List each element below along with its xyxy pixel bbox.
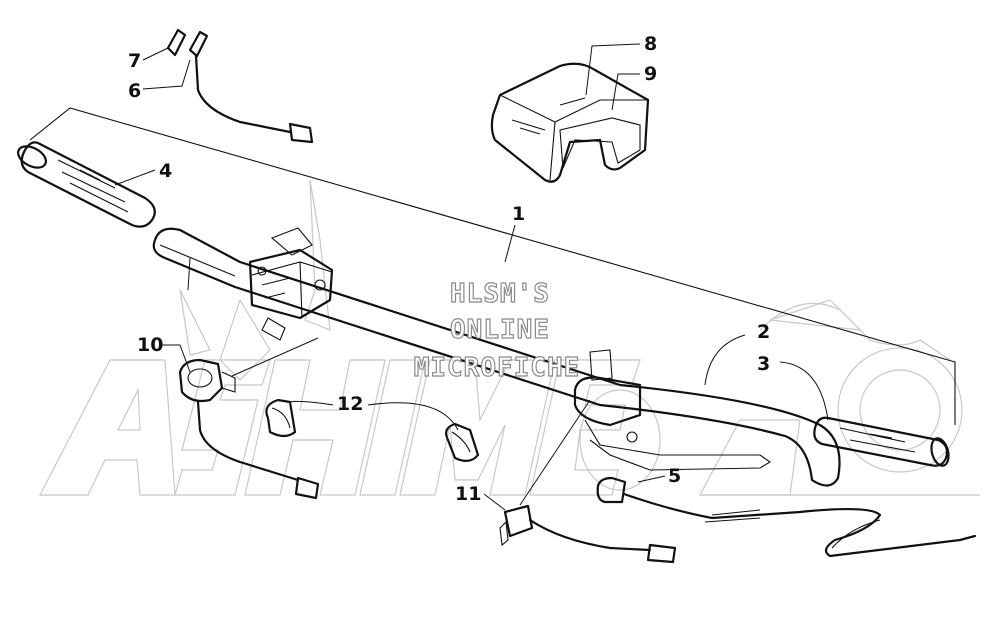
switch-part-10 (178, 358, 320, 500)
watermark-line-2: ONLINE (450, 315, 550, 345)
grip-heater-part-7 (166, 28, 209, 58)
sensor-part-5 (596, 476, 977, 558)
callout-4: 4 (159, 160, 172, 182)
callout-5: 5 (668, 465, 681, 487)
leader-lines (114, 43, 829, 511)
callout-1: 1 (512, 203, 525, 225)
heater-wire-part-6 (194, 54, 314, 144)
watermark-text: HLSM'S ONLINE MICROFICHE (413, 278, 581, 383)
brake-master-cylinder (573, 349, 772, 471)
callout-10: 10 (137, 334, 163, 356)
left-switch-housing (248, 227, 334, 341)
pad-foam-part-9 (559, 117, 641, 169)
callout-7: 7 (128, 50, 141, 72)
handlebar-part-1 (152, 227, 841, 487)
callout-12: 12 (337, 393, 363, 415)
left-grip-part-4 (16, 141, 156, 228)
handlebar-pad-part-8 (490, 62, 650, 183)
callout-6: 6 (128, 80, 141, 102)
watermark-line-1: HLSM'S (450, 279, 550, 309)
callout-labels: 7 6 8 9 4 1 2 3 10 12 5 11 (128, 33, 770, 505)
background-brand-logo-watermark (39, 179, 980, 496)
switch-part-11 (499, 504, 677, 564)
right-grip-part-3 (813, 416, 950, 467)
callout-3: 3 (757, 353, 770, 375)
callout-9: 9 (644, 63, 657, 85)
clamp-part-12-left (265, 398, 297, 438)
callout-11: 11 (455, 483, 481, 505)
watermark-line-3: MICROFICHE (414, 353, 581, 383)
callout-8: 8 (644, 33, 657, 55)
callout-2: 2 (757, 321, 770, 343)
clamp-part-12-right (445, 422, 480, 462)
